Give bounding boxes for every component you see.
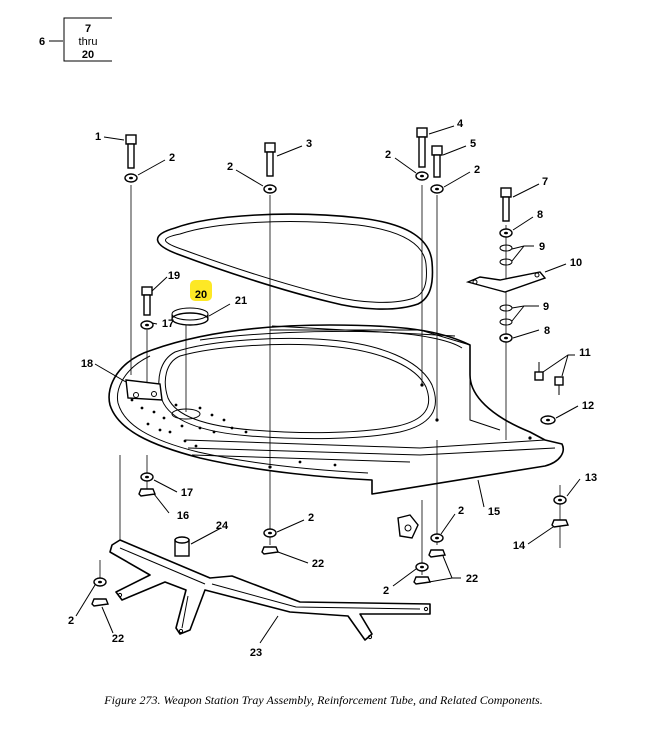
callout-2: 2 <box>383 585 389 597</box>
assembly-center-lines <box>99 185 561 585</box>
callout-10: 10 <box>570 257 582 269</box>
highlight-marker <box>190 280 212 301</box>
callout-22: 22 <box>112 633 124 645</box>
callout-8: 8 <box>544 325 550 337</box>
callout-20: 20 <box>195 289 207 301</box>
callout-13: 13 <box>585 472 597 484</box>
spacer-tube <box>174 536 190 557</box>
callout-2: 2 <box>385 149 391 161</box>
callout-8: 8 <box>537 209 543 221</box>
callout-2: 2 <box>474 164 480 176</box>
callout-7: 7 <box>542 176 548 188</box>
callout-2: 2 <box>68 615 74 627</box>
callout-1: 1 <box>95 131 101 143</box>
callout-9: 9 <box>543 301 549 313</box>
figure-caption: Figure 273. Weapon Station Tray Assembly… <box>104 693 543 707</box>
mounting-clip <box>397 514 419 539</box>
tray-seal-gasket <box>156 213 434 310</box>
nuts <box>91 488 569 607</box>
reference-range-end: 20 <box>82 49 94 61</box>
callout-2: 2 <box>458 505 464 517</box>
screws <box>534 362 564 395</box>
washers <box>93 171 567 587</box>
callout-9: 9 <box>539 241 545 253</box>
callout-23: 23 <box>250 647 262 659</box>
callout-3: 3 <box>306 138 312 150</box>
callout-labels: 1 2 2 3 4 2 5 2 7 8 9 10 9 8 11 12 13 14… <box>68 118 597 659</box>
bolt-7 <box>500 187 512 222</box>
callout-22: 22 <box>466 573 478 585</box>
bolt-4 <box>416 127 428 168</box>
callout-2: 2 <box>227 161 233 173</box>
reference-index-label: 6 <box>39 36 45 48</box>
callout-2: 2 <box>169 152 175 164</box>
reference-range-start: 7 <box>85 23 91 35</box>
callout-21: 21 <box>235 295 247 307</box>
callout-5: 5 <box>470 138 476 150</box>
callout-15: 15 <box>488 506 500 518</box>
bolt-3 <box>264 142 276 177</box>
callout-17: 17 <box>162 318 174 330</box>
latch-bracket <box>465 271 547 293</box>
callout-17: 17 <box>181 487 193 499</box>
reference-range-thru: thru <box>79 36 98 48</box>
callout-leaders <box>75 125 581 644</box>
callout-12: 12 <box>582 400 594 412</box>
weapon-station-tray <box>108 324 564 495</box>
bolt-19 <box>141 286 153 316</box>
bolt-1 <box>125 134 137 169</box>
callout-19: 19 <box>168 270 180 282</box>
sleeve-ring <box>171 307 209 326</box>
callout-22: 22 <box>312 558 324 570</box>
bolt-5 <box>431 145 443 178</box>
callout-2: 2 <box>308 512 314 524</box>
callout-16: 16 <box>177 510 189 522</box>
callout-18: 18 <box>81 358 93 370</box>
callout-14: 14 <box>513 540 526 552</box>
callout-4: 4 <box>457 118 464 130</box>
reference-index-box: 6 7 thru 20 <box>39 17 112 62</box>
reinforcement-tube <box>109 539 431 641</box>
callout-11: 11 <box>579 347 591 359</box>
callout-24: 24 <box>216 520 229 532</box>
tray-mounting-holes <box>130 383 532 469</box>
